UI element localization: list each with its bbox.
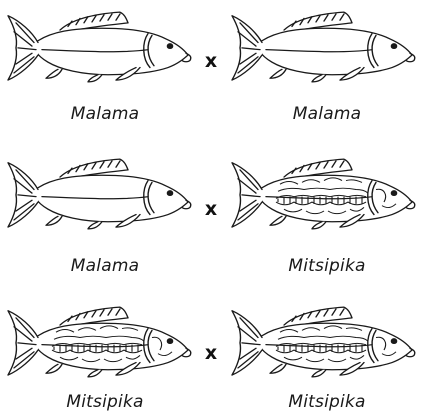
fish-label: Mitsipika [10, 392, 200, 412]
fish-label: Malama [10, 104, 200, 124]
cross-symbol: x [199, 198, 223, 220]
fish-label: Malama [232, 104, 422, 124]
fish-smooth-carp [226, 5, 422, 89]
fish-label: Mitsipika [232, 392, 422, 412]
fish-label: Malama [10, 256, 200, 276]
cross-symbol: x [199, 342, 223, 364]
fish-mirror-carp [226, 300, 422, 384]
cross-symbol: x [199, 50, 223, 72]
fish-mirror-carp [226, 152, 422, 236]
fish-smooth-carp [2, 152, 198, 236]
fish-mirror-carp [2, 300, 198, 384]
fish-smooth-carp [2, 5, 198, 89]
fish-label: Mitsipika [232, 256, 422, 276]
